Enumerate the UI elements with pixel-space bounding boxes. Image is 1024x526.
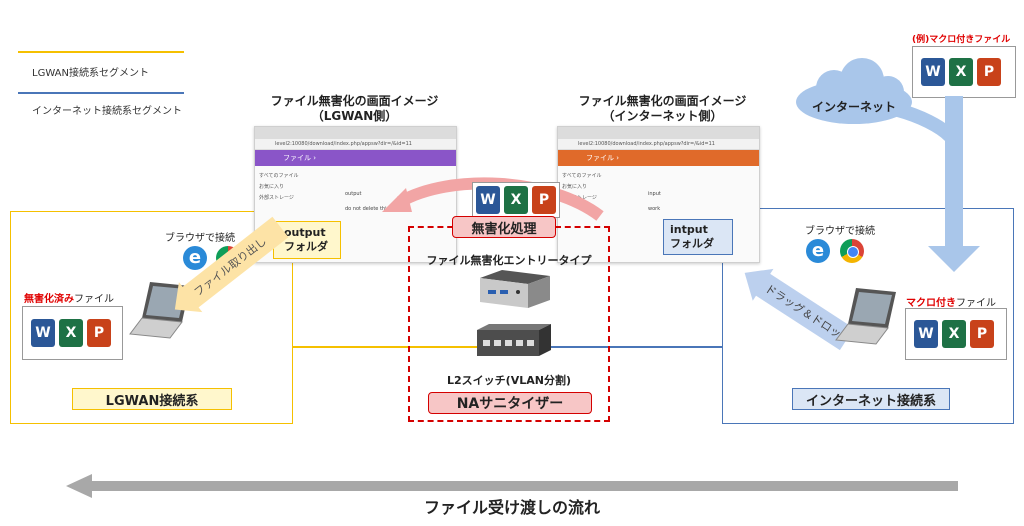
chrome-browser-icon [840, 239, 864, 263]
right-file-caption: マクロ付きファイル [906, 298, 996, 309]
left-side-item: すべてのファイル [259, 173, 299, 179]
lgwan-segment-label: LGWAN接続系 [72, 388, 232, 410]
powerpoint-icon: P [87, 319, 111, 347]
powerpoint-icon: P [977, 58, 1001, 86]
left-side-item: お気に入り [259, 184, 285, 190]
left-app-title: ファイル › [283, 154, 317, 162]
excel-icon: X [59, 319, 83, 347]
left-screen-title: ファイル無害化の画面イメージ （LGWAN側） [270, 94, 439, 123]
internet-segment-label: インターネット接続系 [792, 388, 950, 410]
excel-icon: X [942, 320, 966, 348]
right-side-item: すべてのファイル [562, 173, 602, 179]
excel-icon: X [504, 186, 528, 214]
word-icon: W [476, 186, 500, 214]
left-browser-caption: ブラウザで接続 [165, 233, 235, 244]
word-icon: W [31, 319, 55, 347]
na-sanitizer-label: NAサニタイザー [428, 392, 592, 414]
word-icon: W [921, 58, 945, 86]
l2-switch-label: L2スイッチ(VLAN分割) [447, 374, 571, 387]
legend-internet-line [18, 92, 184, 94]
right-side-item: お気に入り [562, 184, 588, 190]
legend-lgwan-line [18, 51, 184, 53]
left-side-item: 外部ストレージ [259, 195, 294, 201]
ie-browser-icon: e [183, 246, 207, 270]
left-file-item: do not delete this file [345, 206, 399, 212]
entry-type-label: ファイル無害化エントリータイプ [426, 254, 592, 267]
center-office-files: W X P [472, 182, 560, 218]
internet-cloud-label: インターネット [811, 100, 896, 114]
right-file-item: work [648, 206, 661, 212]
right-laptop-icon [835, 288, 896, 345]
internet-cloud-icon [796, 58, 912, 124]
right-file-item: input [648, 191, 661, 197]
input-folder-label: intput フォルダ [663, 219, 733, 255]
internet-connection-line [548, 346, 722, 348]
mini-pc-icon [480, 270, 550, 308]
right-office-files: W X P [905, 308, 1007, 360]
left-file-item: output [345, 191, 362, 197]
download-arrow-icon [896, 96, 980, 272]
left-laptop-icon [129, 282, 190, 339]
internet-region [722, 208, 1014, 424]
powerpoint-icon: P [532, 186, 556, 214]
ie-browser-icon: e [806, 239, 830, 263]
excel-icon: X [949, 58, 973, 86]
l2-switch-icon [477, 324, 551, 356]
macro-example-files: W X P [912, 46, 1016, 98]
right-screen-title: ファイル無害化の画面イメージ （インターネット側） [578, 94, 747, 123]
flow-label: ファイル受け渡しの流れ [423, 498, 600, 517]
flow-arrow-line [90, 481, 958, 491]
legend-lgwan-label: LGWAN接続系セグメント [32, 68, 149, 79]
sanitize-process-label: 無害化処理 [452, 216, 556, 238]
powerpoint-icon: P [970, 320, 994, 348]
lgwan-region [10, 211, 293, 424]
legend-internet-label: インターネット接続系セグメント [32, 106, 182, 117]
right-browser-caption: ブラウザで接続 [805, 226, 875, 237]
macro-example-caption: (例)マクロ付きファイル [912, 35, 1011, 45]
word-icon: W [914, 320, 938, 348]
left-file-caption: 無害化済みファイル [24, 294, 114, 305]
left-office-files: W X P [22, 306, 123, 360]
right-app-title: ファイル › [586, 154, 620, 162]
lgwan-connection-line [293, 346, 477, 348]
flow-arrow-head-icon [66, 474, 92, 498]
